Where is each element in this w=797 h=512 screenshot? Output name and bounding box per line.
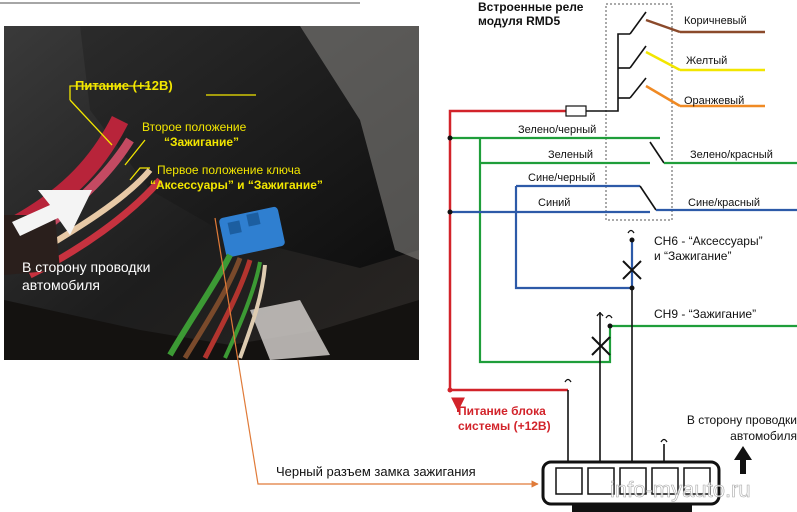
green-wire-route: [478, 138, 797, 364]
up-arrow-icon: [734, 446, 752, 474]
cut-mark-ch9-b: [591, 336, 611, 356]
green-red-label: Зелено/красный: [690, 149, 773, 161]
brown-wire-label: Коричневый: [684, 15, 747, 27]
harness-green-wire: [167, 253, 233, 357]
first-position-label-1: Первое положение ключа: [157, 163, 301, 177]
blue-connector: [219, 206, 285, 258]
power-leader-line: [69, 85, 150, 100]
connector-base: [572, 504, 692, 512]
harness-beige-wire-2: [238, 264, 267, 359]
cut-marks: [591, 260, 642, 356]
power-label: Питание (+12В): [75, 78, 173, 93]
relay-switch-yellow: [629, 45, 647, 69]
power-label-1: Питание блока: [458, 404, 546, 418]
blue-black-label: Сине/черный: [528, 172, 595, 184]
red-power-line: Питание блока системы (+12В): [447, 105, 587, 462]
ch6-label-2: и “Зажигание”: [654, 249, 731, 263]
relay-title-line-1: Встроенные реле: [478, 0, 584, 14]
ch9-label: CH9 - “Зажигание”: [654, 307, 756, 321]
blue-label: Синий: [538, 197, 570, 209]
harness-green-wire-2: [223, 261, 262, 359]
second-position-label-1: Второе положение: [142, 120, 247, 134]
to-car-wiring-label-2: автомобиля: [22, 277, 100, 293]
relay-switch-orange: [629, 77, 647, 99]
to-car-wiring-label-1: В сторону проводки: [22, 259, 151, 275]
yellow-wire-label: Желтый: [686, 55, 727, 67]
blue-black-route: [514, 186, 634, 290]
watermark: info-myauto.ru: [610, 477, 751, 502]
ignition-block: [80, 26, 419, 268]
blue-red-label: Сине/красный: [688, 197, 760, 209]
connector-pin-2: [587, 467, 615, 495]
relay-switch-green: [649, 141, 665, 164]
relay-switch-brown: [629, 11, 647, 35]
connector-label: Черный разъем замка зажигания: [276, 464, 476, 479]
relay-common-rail: [586, 33, 630, 112]
fuse: [565, 105, 587, 117]
first-position-leader: [129, 167, 150, 181]
white-direction-arrow: [12, 190, 92, 236]
power-leader-pointer: [69, 99, 113, 146]
power-label-2: системы (+12В): [458, 419, 551, 433]
brown-wire-diag: [645, 18, 681, 34]
green-label: Зеленый: [548, 149, 593, 161]
to-car-right-label-1: В сторону проводки: [687, 413, 797, 427]
orange-wire-diag: [645, 84, 681, 108]
connector-pin-1: [555, 467, 583, 495]
photo-panel: Питание (+12В) Второе положение “Зажиган…: [4, 26, 419, 360]
green-wires: Зелено/черный Зеленый Зелено/красный: [447, 124, 797, 364]
relay-switch-blue: [639, 185, 657, 211]
blue-wires: Синий Сине/черный Сине/красный: [447, 172, 797, 462]
yellow-wire-diag: [645, 50, 681, 72]
connector-pin-3: [619, 467, 647, 495]
ch6-label-1: CH6 - “Аксессуары”: [654, 234, 763, 248]
orange-wire-label: Оранжевый: [684, 95, 744, 107]
to-car-right-label-2: автомобиля: [730, 429, 797, 443]
relay-module: Встроенные реле модуля RMD5 Коричневый Ж…: [478, 0, 765, 221]
power-pin-tilde: [564, 378, 572, 383]
red-wire: [448, 109, 566, 390]
relay-module-box: [605, 3, 673, 221]
cut-mark-ch6-b: [622, 260, 642, 280]
plastic-part: [250, 300, 330, 360]
connector-pin-4: [651, 467, 679, 495]
green-black-label: Зелено/черный: [518, 124, 596, 136]
dashboard-panel: [300, 26, 419, 260]
ignition-connector: [541, 460, 721, 512]
second-position-label-2: “Зажигание”: [164, 135, 239, 149]
connector-callout-line: [214, 217, 539, 488]
first-position-label-2: “Аксессуары” и “Зажигание”: [150, 178, 323, 192]
relay-title-line-2: модуля RMD5: [478, 14, 560, 28]
harness-brown-wire: [182, 257, 243, 360]
second-position-leader: [124, 139, 146, 166]
connector-pin-5: [683, 467, 711, 495]
